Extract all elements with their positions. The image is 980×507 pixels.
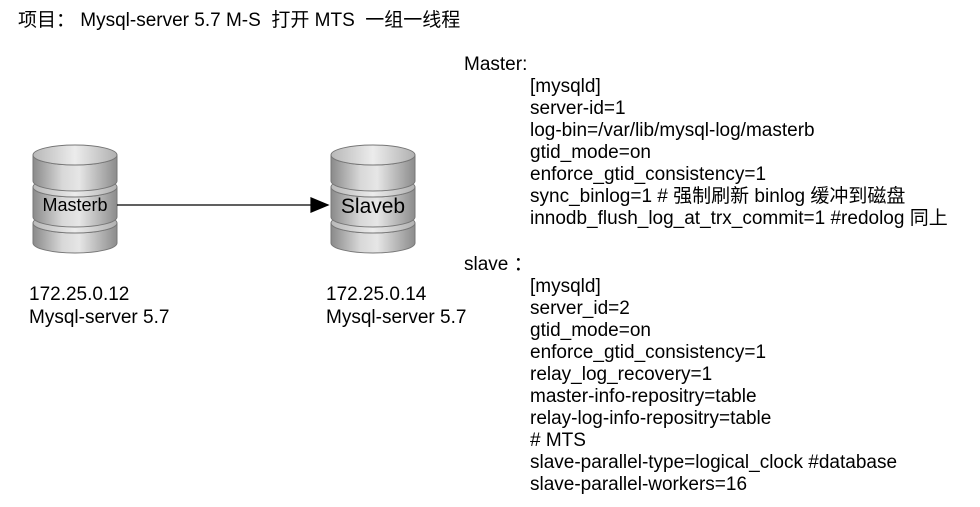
config-line: relay-log-info-repositry=table <box>530 408 772 429</box>
config-line: gtid_mode=on <box>530 320 651 341</box>
slave-config-heading: slave ： <box>464 254 533 275</box>
config-line: relay_log_recovery=1 <box>530 364 713 385</box>
config-line: [mysqld] <box>530 276 601 297</box>
config-line: slave-parallel-type=logical_clock #datab… <box>530 452 898 473</box>
config-line: gtid_mode=on <box>530 142 651 163</box>
config-line: server-id=1 <box>530 98 626 119</box>
slave-db-label: Slaveb <box>341 195 405 218</box>
master-config-block: Master: [mysqld] server-id=1 log-bin=/va… <box>464 54 948 230</box>
master-server-version: Mysql-server 5.7 <box>29 307 170 328</box>
config-line: enforce_gtid_consistency=1 <box>530 164 767 185</box>
master-database-icon: Masterb <box>32 144 118 254</box>
config-line: server_id=2 <box>530 298 630 319</box>
config-line: log-bin=/var/lib/mysql-log/masterb <box>530 120 815 141</box>
config-line: innodb_flush_log_at_trx_commit=1 #redolo… <box>530 208 948 229</box>
config-line: sync_binlog=1 # 强制刷新 binlog 缓冲到磁盘 <box>530 186 906 207</box>
master-db-label: Masterb <box>42 195 107 215</box>
config-line: slave-parallel-workers=16 <box>530 474 748 495</box>
config-line: master-info-repositry=table <box>530 386 757 407</box>
slave-config-block: slave ： [mysqld] server_id=2 gtid_mode=o… <box>464 254 897 496</box>
config-line: [mysqld] <box>530 76 601 97</box>
slave-server-version: Mysql-server 5.7 <box>326 307 467 328</box>
master-ip: 172.25.0.12 <box>29 284 130 305</box>
slave-host-info: 172.25.0.14 Mysql-server 5.7 <box>326 283 466 329</box>
master-config-heading: Master: <box>464 54 528 75</box>
page-title: 项目： Mysql-server 5.7 M-S 打开 MTS 一组一线程 <box>18 10 461 31</box>
config-line: # MTS <box>530 430 586 451</box>
master-host-info: 172.25.0.12 Mysql-server 5.7 <box>29 283 169 329</box>
slave-ip: 172.25.0.14 <box>326 284 427 305</box>
slave-database-icon: Slaveb <box>330 144 416 254</box>
config-line: enforce_gtid_consistency=1 <box>530 342 767 363</box>
